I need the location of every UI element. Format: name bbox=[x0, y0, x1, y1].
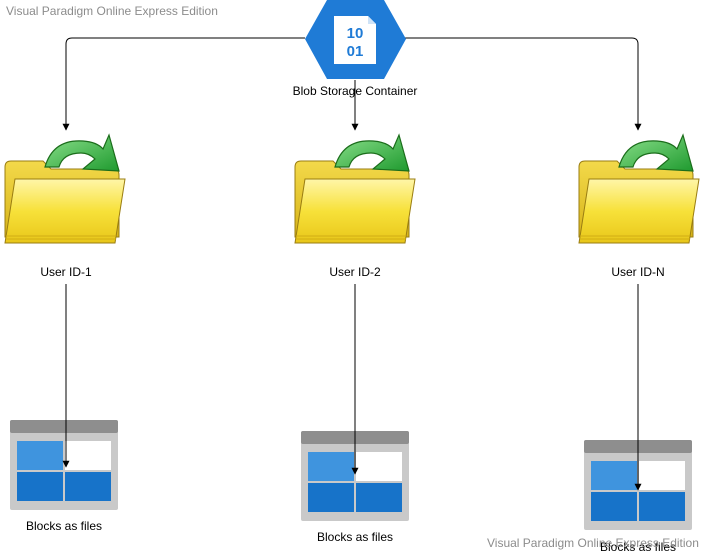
folder-icon bbox=[294, 134, 416, 244]
watermark-bottom: Visual Paradigm Online Express Edition bbox=[487, 536, 699, 550]
folder-icon bbox=[4, 134, 126, 244]
watermark-top: Visual Paradigm Online Express Edition bbox=[6, 4, 218, 18]
folder-icon bbox=[578, 134, 700, 244]
user-folder-1[interactable] bbox=[4, 134, 126, 244]
connector-container-userN bbox=[405, 37, 642, 131]
blocks-label-n: Blocks as files bbox=[600, 540, 676, 554]
user-label-2: User ID-2 bbox=[329, 265, 381, 279]
container-icon-text-top: 10 bbox=[347, 25, 364, 42]
connector-container-user1 bbox=[62, 37, 305, 131]
user-folder-2[interactable] bbox=[294, 134, 416, 244]
user-folder-n[interactable] bbox=[578, 134, 700, 244]
blob-storage-container-node[interactable]: 10 01 bbox=[305, 0, 406, 79]
container-icon-text-bottom: 01 bbox=[347, 43, 364, 60]
user-label-n: User ID-N bbox=[611, 265, 664, 279]
blocks-label-2: Blocks as files bbox=[317, 530, 393, 544]
user-label-1: User ID-1 bbox=[40, 265, 92, 279]
blocks-label-1: Blocks as files bbox=[26, 519, 102, 533]
blocks-node-1[interactable] bbox=[10, 420, 118, 510]
container-label: Blob Storage Container bbox=[293, 84, 418, 98]
block-storage-icon bbox=[10, 420, 118, 510]
